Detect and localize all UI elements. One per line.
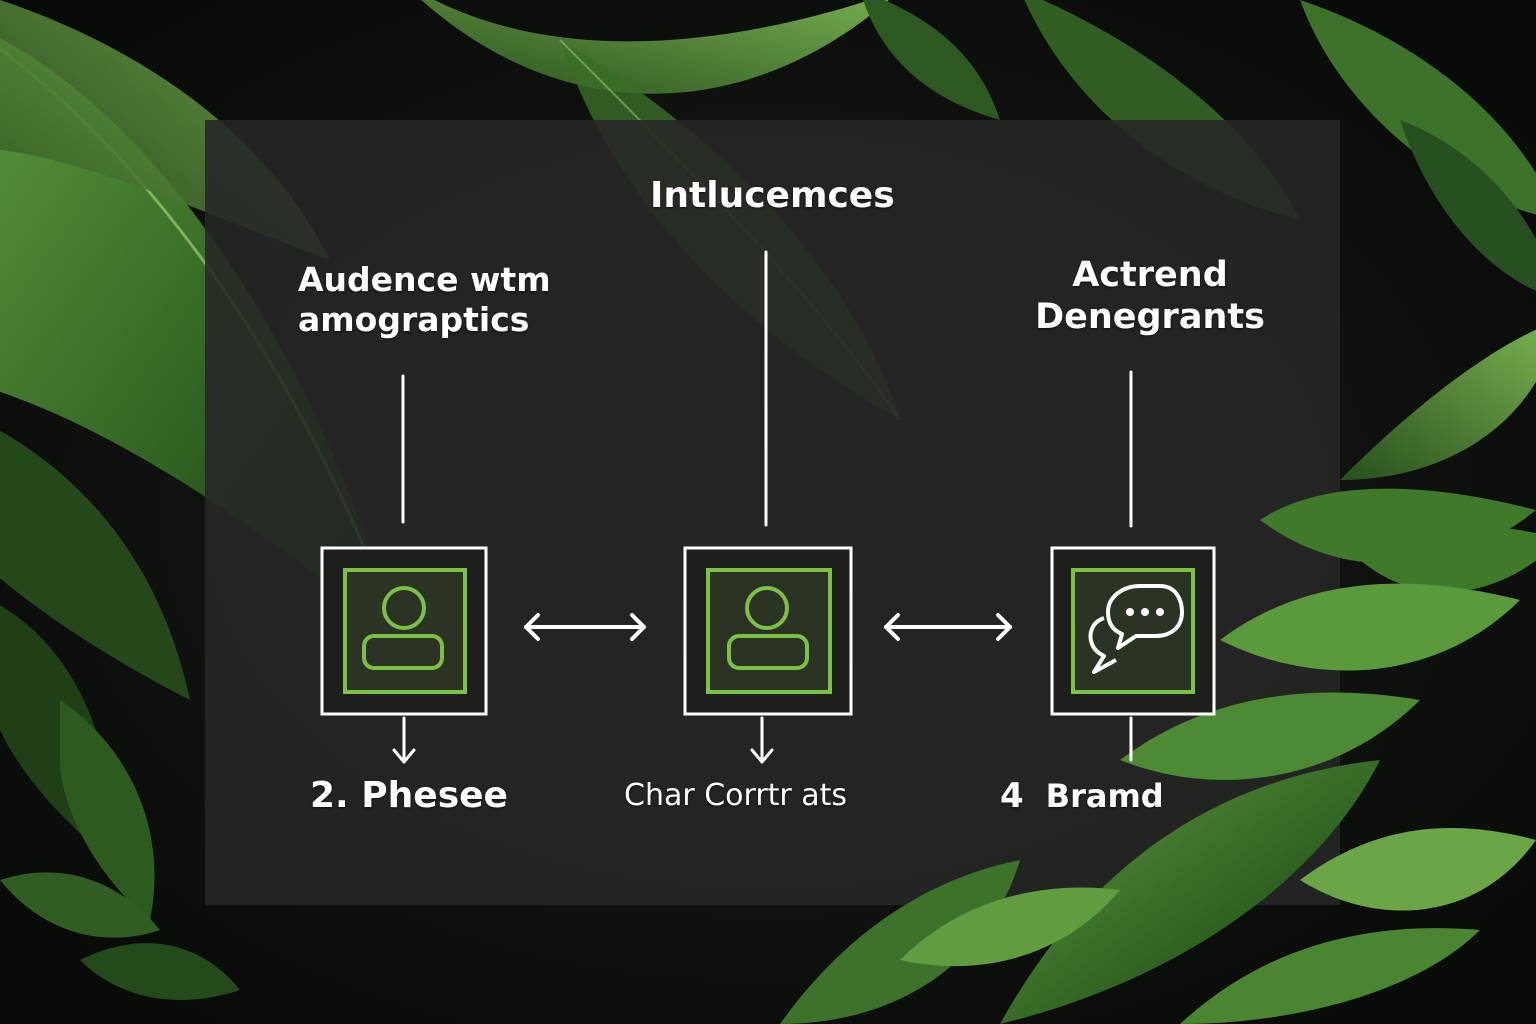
person-node-center [683,546,853,716]
top-label-right-line-1: Actrend [1072,255,1228,295]
bottom-label-right-text: Bramd [1045,777,1164,815]
top-label-center: Intlucemces [650,174,930,217]
bottom-label-right-number: 4 [1000,776,1024,816]
bottom-label-center: Char Corrtr ats [624,778,848,813]
down-arrow-icon [392,748,416,764]
top-label-left-line-2: amograptics [298,299,530,339]
arrowhead-right-icon [996,613,1012,641]
top-label-center-line-1: Intlucemces [650,175,895,216]
down-arrow-icon [750,748,774,764]
top-label-right: Actrend Denegrants [1000,254,1300,338]
connector-lines [401,250,1133,762]
top-label-right-line-2: Denegrants [1035,297,1265,337]
double-arrow-left-center [524,613,646,641]
diagram-panel [205,120,1340,905]
top-label-left-line-1: Audence wtm [298,260,551,299]
chat-bubble-icon [1088,584,1184,674]
down-arrowheads [392,748,774,764]
chat-node-right [1050,546,1216,716]
person-icon [362,586,444,670]
arrowhead-right-icon [630,613,646,641]
bottom-label-right: 4 Bramd [1000,776,1240,817]
top-label-left: Audence wtm amograptics [298,260,578,339]
double-arrow-center-right [884,613,1012,641]
bottom-label-left: 2. Phesee [310,775,508,816]
person-icon [727,586,809,670]
person-node-left [320,546,488,716]
arrowhead-left-icon [524,613,540,641]
arrowhead-left-icon [884,613,900,641]
bottom-right-plant-decoration [780,488,1536,1024]
bottom-left-leaves-decoration [0,872,240,1000]
